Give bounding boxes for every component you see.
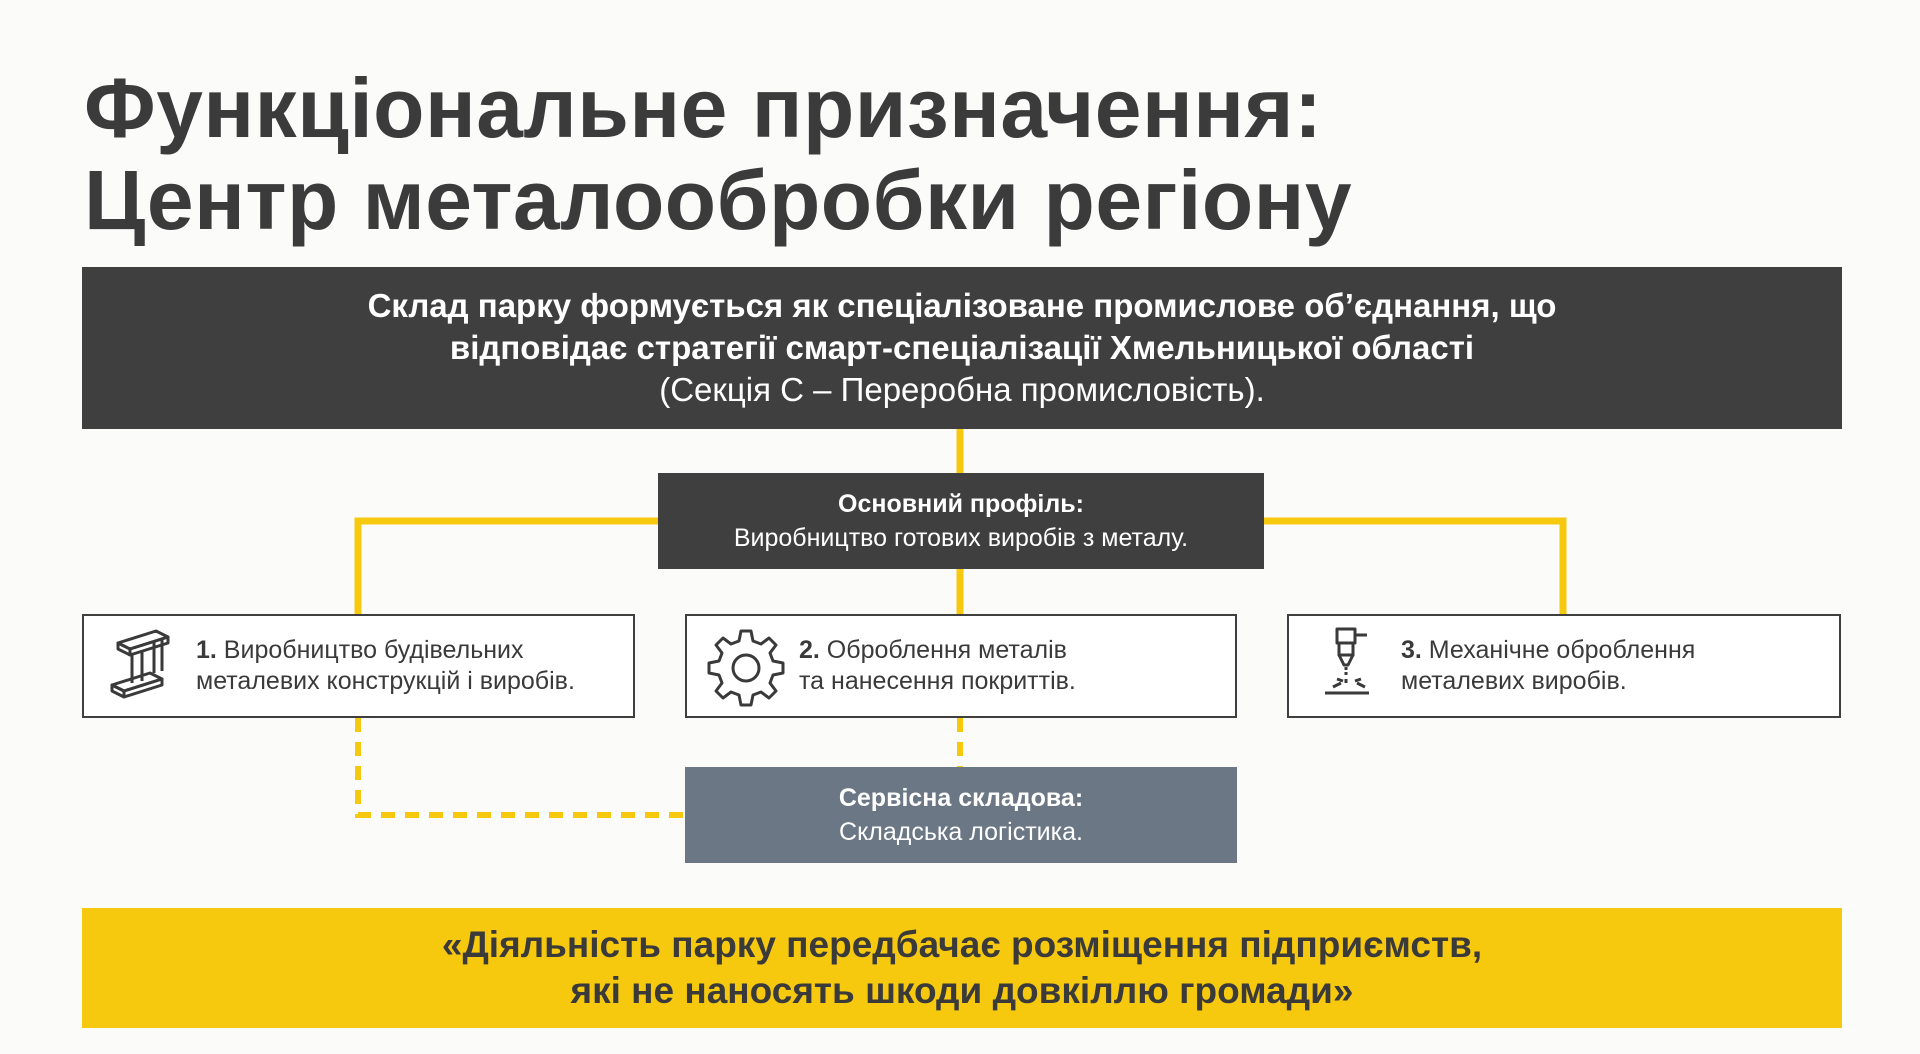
card-3-line-2: металевих виробів.: [1401, 667, 1627, 695]
steel-beam-icon: [110, 629, 170, 699]
card-construction: 1. Виробництво будівельних металевих кон…: [82, 614, 635, 718]
connector-card1-service: [355, 718, 685, 818]
laser-cutter-icon: [1325, 627, 1369, 695]
card-2-title: Оброблення металів: [819, 636, 1067, 664]
quote-banner: «Діяльність парку передбачає розміщення …: [82, 908, 1842, 1028]
title-line-2: Центр металообробки регіону: [84, 153, 1353, 247]
title-line-1: Функціональне призначення:: [84, 61, 1323, 155]
card-3-title: Механічне оброблення: [1421, 636, 1696, 664]
card-2-number: 2.: [799, 636, 820, 664]
banner-line-3: (Секція С – Переробна промисловість).: [659, 371, 1265, 408]
banner-line-2: відповідає стратегії смарт-спеціалізації…: [449, 329, 1475, 366]
card-3-line-1: 3. Механічне оброблення: [1401, 635, 1695, 666]
service-heading: Сервісна складова:: [838, 784, 1084, 812]
card-1-line-1: 1. Виробництво будівельних: [196, 635, 575, 666]
connector-profile-card3: [1264, 517, 1567, 614]
banner-line-1: Склад парку формується як спеціалізоване…: [367, 287, 1557, 324]
card-3-text: 3. Механічне оброблення металевих виробі…: [1401, 635, 1695, 697]
card-mechanical-processing: 3. Механічне оброблення металевих виробі…: [1287, 614, 1841, 718]
connector-profile-card1: [354, 517, 658, 614]
card-1-number: 1.: [196, 636, 217, 664]
profile-heading: Основний профіль:: [838, 490, 1084, 518]
card-metal-processing: 2. Оброблення металів та нанесення покри…: [685, 614, 1237, 718]
service-box: Сервісна складова: Складська логістика.: [685, 767, 1237, 863]
card-1-title: Виробництво будівельних: [216, 636, 524, 664]
quote-line-2: які не наносять шкоди довкіллю громади»: [570, 970, 1354, 1011]
card-2-text: 2. Оброблення металів та нанесення покри…: [799, 635, 1076, 697]
service-text: Складська логістика.: [839, 818, 1083, 846]
card-1-text: 1. Виробництво будівельних металевих кон…: [196, 635, 575, 697]
card-2-line-2: та нанесення покриттів.: [799, 667, 1076, 695]
card-2-line-1: 2. Оброблення металів: [799, 635, 1076, 666]
strategy-banner: Склад парку формується як спеціалізоване…: [82, 267, 1842, 429]
card-1-line-2: металевих конструкцій і виробів.: [196, 667, 575, 695]
card-3-number: 3.: [1401, 636, 1422, 664]
gear-icon: [707, 629, 785, 707]
main-profile-box: Основний профіль: Виробництво готових ви…: [658, 473, 1264, 569]
page-title: Функціональне призначення: Центр металоо…: [84, 62, 1784, 246]
quote-line-1: «Діяльність парку передбачає розміщення …: [441, 924, 1483, 965]
profile-text: Виробництво готових виробів з металу.: [733, 524, 1189, 552]
